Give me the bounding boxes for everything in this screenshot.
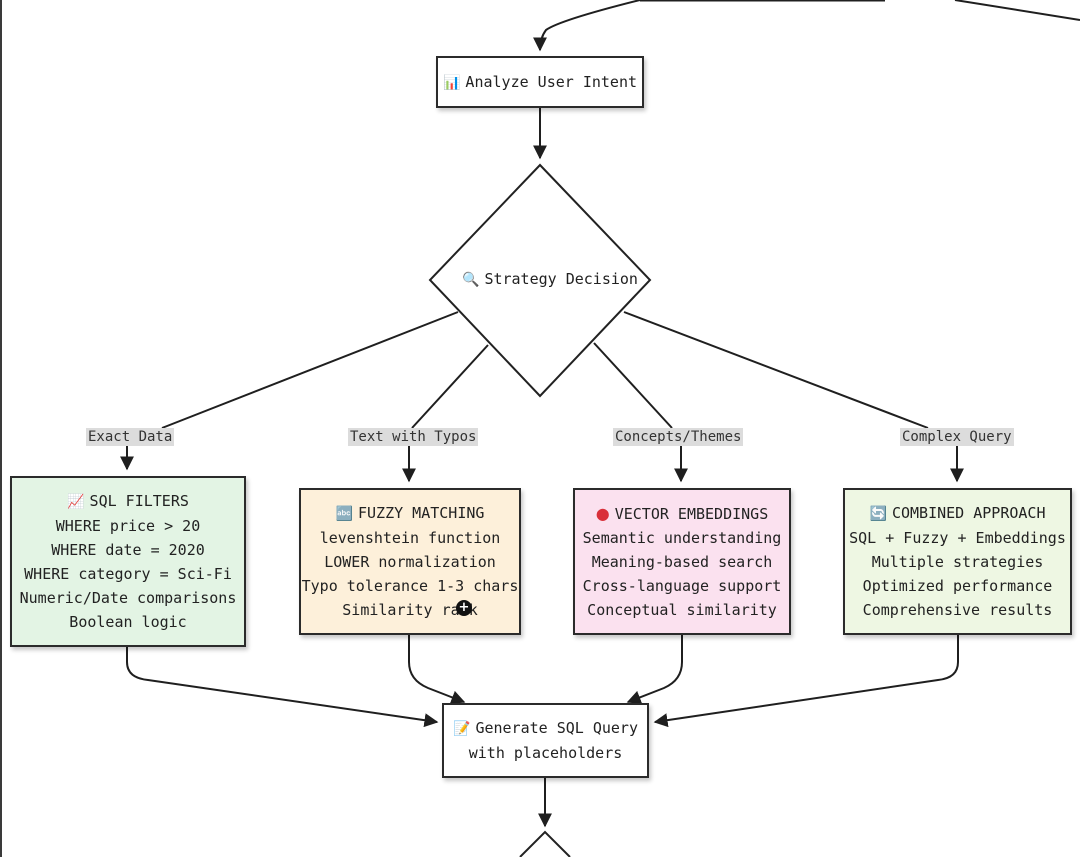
generate-sql-query-node: 📝Generate SQL Query with placeholders <box>442 703 649 778</box>
combined-line: Comprehensive results <box>862 601 1053 619</box>
fuzzy-line: LOWER normalization <box>324 553 496 571</box>
sql-line: WHERE date = 2020 <box>51 541 205 559</box>
vector-line: Cross-language support <box>582 576 782 595</box>
analyze-node-label: Analyze User Intent <box>465 72 638 91</box>
edge-label-exact-data: Exact Data <box>86 428 175 446</box>
left-border-line <box>0 0 2 857</box>
fuzzy-matching-node: 🔤 FUZZY MATCHING levenshtein function LOW… <box>299 488 521 635</box>
abc-input-icon: 🔤 <box>335 506 353 522</box>
arrows-cycle-icon: 🔄 <box>869 506 887 522</box>
edge-sql-to-generate <box>126 647 439 728</box>
vector-embeddings-node: ●VECTOR EMBEDDINGS Semantic understandin… <box>573 488 791 635</box>
edge-label-text-with-typos: Text with Typos <box>348 428 479 446</box>
sql-line: WHERE category = Sci-Fi <box>24 565 232 583</box>
vector-line: Semantic understanding <box>582 528 782 547</box>
edge-decision-concepts <box>593 342 673 429</box>
vector-embeddings-title: VECTOR EMBEDDINGS <box>614 504 769 523</box>
vector-line: Meaning-based search <box>591 552 773 571</box>
edge-top-right <box>954 0 1080 21</box>
fuzzy-line: Typo tolerance 1-3 chars <box>301 577 519 595</box>
combined-line: Multiple strategies <box>871 553 1044 571</box>
sql-filters-title: SQL FILTERS <box>89 492 189 510</box>
edge-combined-to-generate <box>653 635 959 728</box>
trend-chart-icon: 📈 <box>67 494 85 510</box>
vector-line: Conceptual similarity <box>587 600 777 619</box>
combined-approach-node: 🔄COMBINED APPROACH SQL + Fuzzy + Embeddi… <box>843 488 1072 635</box>
generate-line: Generate SQL Query <box>475 719 638 737</box>
fuzzy-matching-title: FUZZY MATCHING <box>358 504 485 522</box>
strategy-decision-diamond <box>428 163 652 398</box>
edge-label-concepts-themes: Concepts/Themes <box>613 428 744 446</box>
magnifier-icon: 🔍 <box>462 272 480 288</box>
edge-decision-exact <box>161 311 459 429</box>
sql-line: Boolean logic <box>69 613 187 631</box>
combined-line: SQL + Fuzzy + Embeddings <box>849 529 1066 547</box>
edge-fuzzy-to-generate <box>408 635 466 704</box>
combined-approach-title: COMBINED APPROACH <box>891 504 1046 522</box>
sql-line: Numeric/Date comparisons <box>19 589 237 607</box>
sql-line: WHERE price > 20 <box>55 517 201 535</box>
fuzzy-line: Similarity rank <box>342 601 478 619</box>
edge-top-to-analyze <box>533 0 641 52</box>
strategy-decision-label-wrap: 🔍Strategy Decision <box>462 270 638 288</box>
fuzzy-line: levenshtein function <box>319 529 501 547</box>
next-decision-diamond <box>519 830 571 857</box>
generate-line: with placeholders <box>468 744 623 762</box>
edge-label-complex-query: Complex Query <box>900 428 1014 446</box>
zoom-in-cursor-icon: + <box>456 600 472 616</box>
analyze-user-intent-node: 📊Analyze User Intent <box>436 56 644 108</box>
edge-vector-to-generate <box>626 635 683 704</box>
edge-decision-typos <box>411 344 489 429</box>
combined-line: Optimized performance <box>862 577 1053 595</box>
strategy-decision-label: Strategy Decision <box>484 270 638 288</box>
memo-icon: 📝 <box>453 721 471 737</box>
bar-chart-icon: 📊 <box>442 74 461 91</box>
sql-filters-node: 📈SQL FILTERS WHERE price > 20 WHERE date… <box>10 476 246 647</box>
red-circle-icon: ● <box>595 503 610 523</box>
edge-decision-complex <box>623 311 929 429</box>
